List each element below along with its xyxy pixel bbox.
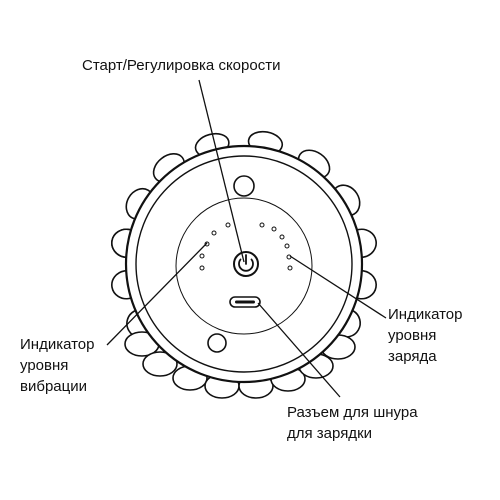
- label-vibration-line-3: вибрации: [20, 378, 87, 395]
- leader-line-power: [198, 79, 245, 263]
- leader-line-vibration: [106, 242, 208, 346]
- power-icon[interactable]: [233, 251, 259, 277]
- label-power-speed: Старт/Регулировка скорости: [82, 55, 280, 76]
- indicator-dot: [284, 243, 290, 249]
- bottom-knob: [142, 351, 178, 377]
- indicator-dot: [211, 230, 217, 236]
- label-battery-indicator: Индикатор уровня заряда: [388, 304, 463, 367]
- label-port-line-2: для зарядки: [287, 425, 373, 442]
- usb-c-port-icon: [229, 296, 261, 308]
- indicator-dot: [204, 241, 210, 247]
- label-vibration-line-1: Индикатор: [20, 336, 95, 353]
- label-battery-line-2: уровня: [388, 327, 437, 344]
- label-battery-line-3: заряда: [388, 348, 437, 365]
- indicator-dot: [279, 234, 285, 240]
- bottom-mount-circle: [207, 333, 227, 353]
- label-charging-port: Разъем для шнура для зарядки: [287, 402, 418, 444]
- leader-line-port: [257, 302, 341, 398]
- indicator-dot: [287, 265, 293, 271]
- leader-line-battery: [289, 255, 387, 319]
- indicator-dot: [199, 265, 205, 271]
- indicator-dot: [271, 226, 277, 232]
- indicator-dot: [225, 222, 231, 228]
- label-port-line-1: Разъем для шнура: [287, 404, 418, 421]
- label-power-text: Старт/Регулировка скорости: [82, 57, 281, 74]
- center-plate: [175, 197, 313, 335]
- leader-lines: [106, 79, 387, 398]
- top-mount-circle: [233, 175, 255, 197]
- label-vibration-line-2: уровня: [20, 357, 69, 374]
- indicator-dots: [199, 222, 293, 271]
- label-battery-line-1: Индикатор: [388, 306, 463, 323]
- indicator-dot: [259, 222, 265, 228]
- label-vibration-indicator: Индикатор уровня вибрации: [20, 334, 95, 397]
- indicator-dot: [199, 253, 205, 259]
